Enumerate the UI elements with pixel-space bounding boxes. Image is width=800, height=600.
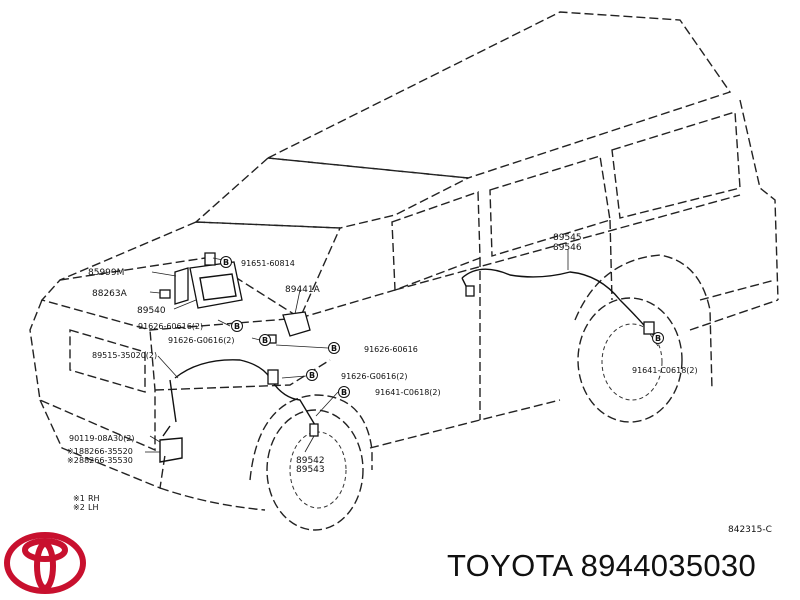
label-91641-c0618-b: 91641-C0618(2)	[632, 366, 698, 375]
label-91641-c0618-a: 91641-C0618(2)	[375, 388, 441, 397]
label-88263a: 88263A	[92, 289, 128, 299]
svg-text:B: B	[223, 258, 229, 267]
svg-text:B: B	[331, 344, 337, 353]
label-91626-g0616-2-a: 91626-G0616(2)	[168, 336, 235, 345]
vehicle-outline	[29, 11, 779, 531]
drawing-code: 842315-C	[728, 525, 772, 535]
side-legend: ※1 RH ※2 LH	[73, 494, 100, 512]
badge-b-3: B	[259, 334, 271, 346]
label-88266-35530: 88266-35530	[79, 456, 133, 465]
label-91626-g0616-2-b: 91626-G0616(2)	[341, 372, 408, 381]
actuator-part	[189, 261, 243, 309]
badge-b-5: B	[306, 369, 318, 381]
legend-mark-2: ※2	[73, 503, 85, 512]
mark-2-88266-35530: ※2	[67, 456, 79, 465]
label-88266-35520: 88266-35520	[79, 447, 133, 456]
legend-lh: LH	[88, 503, 98, 512]
connector-88263a	[159, 289, 171, 299]
label-90119-08a30-2: 90119-08A30(2)	[69, 434, 135, 443]
label-85999m: 85999M	[88, 268, 124, 278]
label-89515-35020-2: 89515-35020(2)	[92, 351, 157, 360]
svg-text:B: B	[341, 388, 347, 397]
label-89545: 89545	[553, 233, 582, 243]
legend-mark-1: ※1	[73, 494, 85, 503]
rear-speed-sensor-harness	[461, 268, 655, 335]
bracket-part	[174, 252, 216, 305]
badge-b-6: B	[338, 386, 350, 398]
label-91626-60616-2: 91626-60616(2)	[138, 322, 203, 331]
label-91651-60814: 91651-60814	[241, 259, 295, 268]
svg-text:B: B	[655, 334, 661, 343]
svg-text:B: B	[234, 322, 240, 331]
toyota-logo	[4, 532, 86, 594]
computer-89441a	[267, 311, 311, 344]
badge-b-1: B	[220, 256, 232, 268]
label-89546: 89546	[553, 243, 582, 253]
legend-rh: RH	[88, 494, 100, 503]
front-speed-sensor-harness	[159, 359, 319, 463]
label-89540: 89540	[137, 306, 166, 316]
badge-b-2: B	[231, 320, 243, 332]
label-89441a: 89441A	[285, 285, 321, 295]
part-number-caption: TOYOTA 8944035030	[447, 548, 756, 583]
badge-b-7: B	[652, 332, 664, 344]
badge-b-4: B	[328, 342, 340, 354]
label-89542: 89542	[296, 456, 325, 466]
svg-text:B: B	[262, 336, 268, 345]
mark-1-88266-35520: ※1	[67, 447, 79, 456]
label-89543: 89543	[296, 465, 325, 475]
svg-text:B: B	[309, 371, 315, 380]
part-labels: 85999M 88263A 89540 91651-60814 89441A 9…	[67, 233, 698, 475]
label-91626-60616: 91626-60616	[364, 345, 418, 354]
